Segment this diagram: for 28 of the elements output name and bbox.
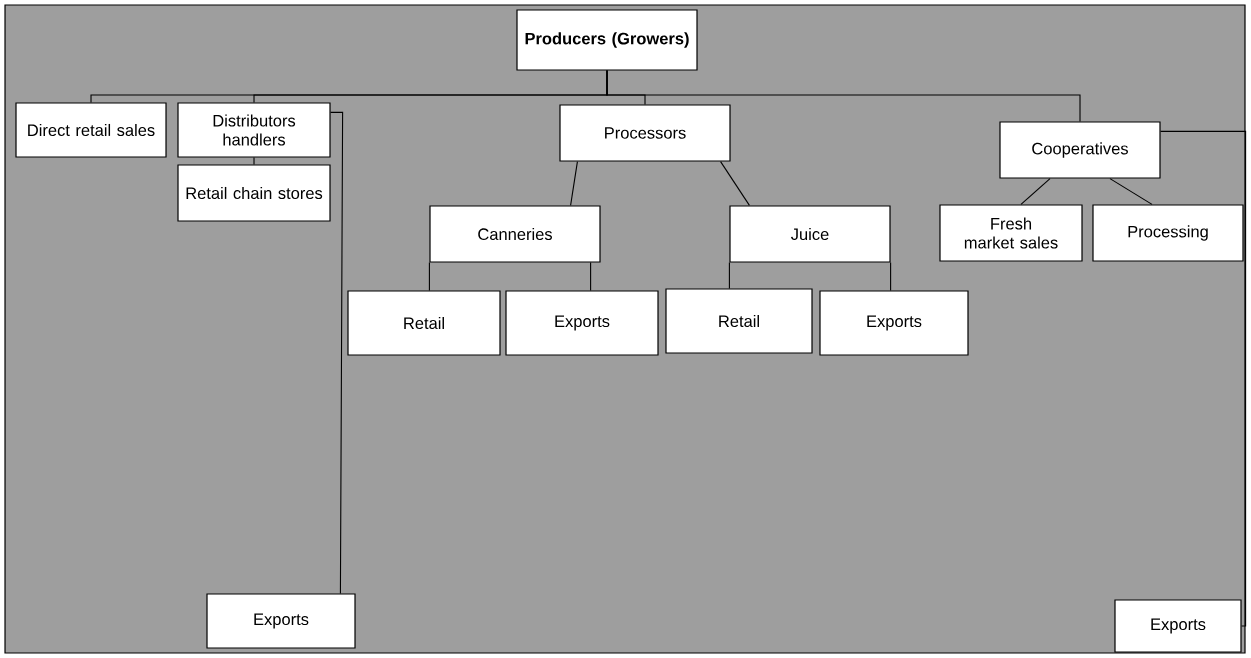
connector-line	[606, 70, 1081, 122]
org-box: Distributors handlers	[177, 102, 331, 158]
connector-line	[590, 262, 592, 291]
connector-line	[1109, 178, 1153, 205]
connector-line	[720, 161, 750, 206]
org-box: Retail	[665, 288, 813, 354]
org-box: Processors	[559, 104, 731, 162]
connector-line	[1160, 130, 1247, 627]
connector-line	[890, 262, 892, 291]
org-box: Retail	[347, 290, 501, 356]
org-box: Cooperatives	[999, 121, 1161, 179]
org-box: Producers (Growers)	[516, 9, 698, 71]
connector-line	[253, 157, 255, 165]
org-box: Exports	[1114, 599, 1242, 653]
org-box: Canneries	[429, 205, 601, 263]
org-box: Exports	[505, 290, 659, 356]
connector-line	[330, 111, 344, 594]
org-box: Fresh market sales	[939, 204, 1083, 262]
org-box: Exports	[206, 593, 356, 649]
connector-line	[428, 262, 430, 291]
org-box: Juice	[729, 205, 891, 263]
org-box: Processing	[1092, 204, 1244, 262]
org-box: Direct retail sales	[15, 102, 167, 158]
org-box: Exports	[819, 290, 969, 356]
connector-line	[728, 262, 730, 289]
connector-line	[570, 161, 578, 206]
connector-line	[1020, 178, 1051, 205]
org-box: Retail chain stores	[177, 164, 331, 222]
